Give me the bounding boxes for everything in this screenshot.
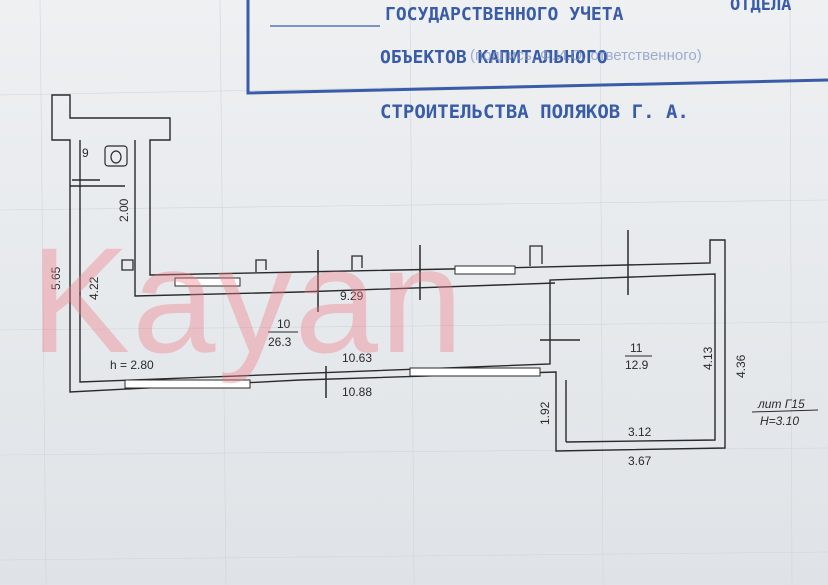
dim-room11-outer-height: 4.36 (734, 354, 748, 378)
dim-left-inner: 4.22 (87, 276, 101, 300)
legend-lit: лит Г15 (757, 397, 805, 411)
ceiling-height-note: h = 2.80 (110, 358, 154, 372)
walls (51, 94, 726, 452)
room-9-number: 9 (82, 146, 89, 160)
dim-room11-outer-width: 3.67 (628, 454, 652, 468)
dim-room11-inner-width: 3.12 (628, 425, 652, 439)
dim-top-wall: 9.29 (340, 289, 364, 303)
room-10-number: 10 (277, 317, 291, 331)
room-10-area: 26.3 (268, 335, 292, 349)
stamp-signature-caption: (подпись, Ф.И.О. ответственного) (470, 47, 702, 64)
toilet-icon (104, 145, 128, 167)
registration-stamp: ОТДЕЛА ГОСУДАРСТВЕННОГО УЧЕТА ОБЪЕКТОВ К… (246, 0, 828, 123)
dim-total-height: 5.65 (49, 266, 63, 290)
room-11-number: 11 (630, 341, 643, 355)
dim-outer-bottom: 10.88 (342, 385, 372, 399)
watermark: Kayan (30, 216, 465, 384)
dim-room9-height: 2.00 (117, 198, 131, 222)
plan-legend: лит Г15 Н=3.10 (751, 397, 819, 428)
dim-room11-inner-height: 4.13 (701, 346, 715, 370)
stamp-line-1: ГОСУДАРСТВЕННОГО УЧЕТА (385, 4, 624, 25)
section-marks (72, 179, 629, 398)
room-11-area: 12.9 (625, 358, 649, 372)
radiators (121, 245, 543, 272)
windows (124, 265, 541, 389)
dim-inner-bottom: 10.63 (342, 351, 372, 365)
dim-room11-step: 1.92 (538, 401, 552, 425)
stamp-line-2: ОБЪЕКТОВ КАПИТАЛЬНОГО (380, 47, 608, 68)
stamp-line-top: ОТДЕЛА (730, 0, 791, 15)
legend-height: Н=3.10 (760, 414, 799, 428)
stamp-line-3: СТРОИТЕЛЬСТВА ПОЛЯКОВ Г. А. (380, 101, 689, 123)
